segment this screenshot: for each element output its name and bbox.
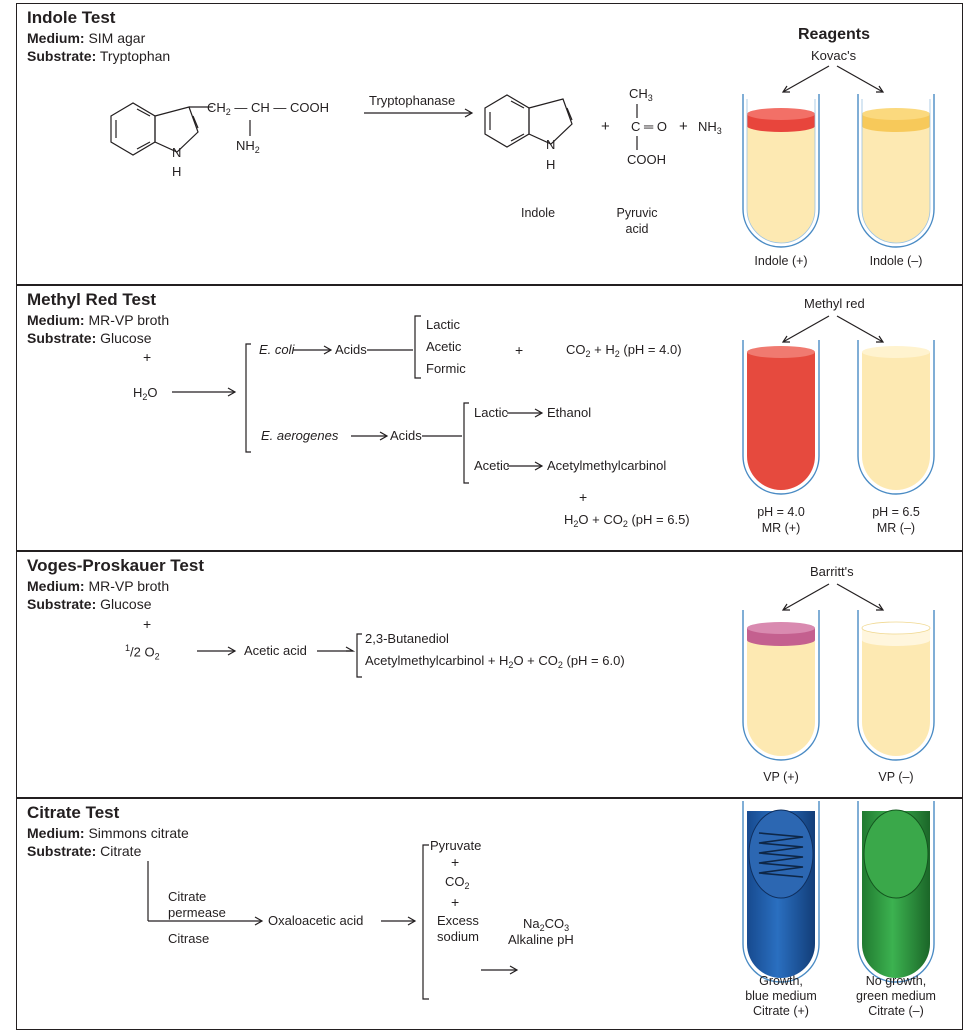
citrate-plus-2: + — [451, 894, 460, 910]
citrate-plus-1: + — [451, 854, 460, 870]
mr-neg-ph: pH = 6.5 — [872, 505, 920, 519]
mr-gas-line: CO2 + H2 (pH = 4.0) — [566, 342, 682, 359]
indole-ring-h: H — [546, 157, 556, 172]
citrate-medium: Medium: Simmons citrate — [27, 825, 189, 841]
ecoli-acetic: Acetic — [426, 339, 462, 354]
tryptophan-ring-n: N — [172, 145, 182, 160]
indole-pos-label: Indole (+) — [754, 254, 808, 268]
indole-plus-1: + — [601, 118, 610, 135]
citrate-pathway-svg — [147, 844, 519, 1000]
kovacs-label: Kovac's — [811, 48, 857, 63]
ecoli-formic: Formic — [426, 361, 466, 376]
citrate-pos-line2: blue medium — [745, 989, 817, 1003]
mr-bottom-line: H2O + CO2 (pH = 6.5) — [564, 512, 690, 529]
ammonia: NH3 — [698, 119, 722, 136]
mr-acetylmethylcarbinol: Acetylmethylcarbinol — [547, 458, 667, 473]
mr-gas-plus: + — [515, 342, 524, 358]
indole-neg-label: Indole (–) — [869, 254, 923, 268]
indole-title: Indole Test — [27, 8, 116, 27]
indole-ring-n: N — [546, 137, 556, 152]
tryptophan-nh2: NH2 — [236, 138, 260, 155]
mr-pos-ph: pH = 4.0 — [757, 505, 805, 519]
eaerogenes-acids: Acids — [390, 428, 422, 443]
methyl-red-test-panel: Methyl Red Test Medium: MR-VP broth Subs… — [16, 285, 963, 551]
vp-butanediol: 2,3-Butanediol — [365, 631, 449, 646]
pyruvate: Pyruvate — [430, 838, 482, 853]
vp-pathway-svg — [197, 633, 362, 678]
vp-pos-label: VP (+) — [763, 770, 799, 784]
ecoli-label: E. coli — [259, 342, 295, 357]
vp-half-o2: 1/2 O2 — [125, 643, 160, 662]
citrate-neg-line3: Citrate (–) — [868, 1004, 924, 1018]
excess-1: Excess — [437, 913, 479, 928]
pyruvic-label-2: acid — [625, 222, 649, 236]
eaerogenes-lactic: Lactic — [474, 405, 508, 420]
citrase-label: Citrase — [168, 931, 210, 946]
reagents-heading: Reagents — [798, 26, 871, 43]
citrate-permease-2: permease — [168, 905, 226, 920]
vp-tubes-svg — [742, 583, 935, 761]
eaerogenes-label: E. aerogenes — [261, 428, 339, 443]
mr-water: H2O — [133, 385, 158, 402]
pyruvic-label-1: Pyruvic — [616, 206, 658, 220]
ecoli-acids: Acids — [335, 342, 367, 357]
citrate-permease-1: Citrate — [168, 889, 207, 904]
citrate-tubes-svg — [742, 801, 935, 983]
indole-medium: Medium: SIM agar — [27, 30, 146, 46]
citrate-pos-line1: Growth, — [759, 974, 803, 988]
na2co3: Na2CO3 — [523, 916, 570, 933]
indole-test-panel: Indole Test Medium: SIM agar Substrate: … — [16, 3, 963, 285]
vp-substrate: Substrate: Glucose — [27, 596, 152, 612]
mr-pathway-svg — [172, 315, 544, 484]
ecoli-lactic: Lactic — [426, 317, 460, 332]
methyl-red-reagent-label: Methyl red — [804, 296, 865, 311]
vp-plus: + — [143, 616, 152, 632]
citrate-test-panel: Citrate Test Medium: Simmons citrate Sub… — [16, 798, 963, 1030]
citrate-co2: CO2 — [445, 874, 470, 891]
mr-plus: + — [143, 349, 152, 365]
mr-bottom-plus: + — [579, 489, 588, 505]
indole-substrate: Substrate: Tryptophan — [27, 48, 171, 64]
vp-neg-label: VP (–) — [878, 770, 914, 784]
vp-acetic-acid: Acetic acid — [244, 643, 307, 658]
tryptophan-side-chain: CH2 — CH — COOH — [207, 100, 330, 117]
citrate-substrate: Substrate: Citrate — [27, 843, 142, 859]
indole-product-label: Indole — [520, 206, 556, 220]
alkaline-ph: Alkaline pH — [508, 932, 574, 947]
pyruvic-cooh: COOH — [627, 152, 666, 167]
mr-neg-label: MR (–) — [876, 521, 916, 535]
tryptophanase-label: Tryptophanase — [369, 93, 456, 108]
vp-title: Voges-Proskauer Test — [27, 556, 204, 575]
citrate-pos-line3: Citrate (+) — [753, 1004, 809, 1018]
citrate-title: Citrate Test — [27, 803, 120, 822]
pyruvic-c-o: C ═ O — [631, 119, 667, 134]
citrate-neg-line2: green medium — [856, 989, 936, 1003]
vp-product-line: Acetylmethylcarbinol + H2O + CO2 (pH = 6… — [365, 653, 625, 670]
excess-2: sodium — [437, 929, 479, 944]
tryptophan-ring-h: H — [172, 164, 182, 179]
barritts-label: Barritt's — [810, 564, 854, 579]
indole-plus-2: + — [679, 118, 688, 135]
voges-proskauer-test-panel: Voges-Proskauer Test Medium: MR-VP broth… — [16, 551, 963, 798]
mr-tubes-svg — [742, 315, 935, 495]
oxaloacetic-acid: Oxaloacetic acid — [268, 913, 364, 928]
eaerogenes-acetic: Acetic — [474, 458, 510, 473]
mr-title: Methyl Red Test — [27, 290, 157, 309]
indole-structures-svg — [110, 94, 638, 156]
vp-medium: Medium: MR-VP broth — [27, 578, 170, 594]
indole-tubes-svg — [742, 65, 935, 248]
mr-medium: Medium: MR-VP broth — [27, 312, 170, 328]
ethanol: Ethanol — [547, 405, 592, 420]
pyruvic-ch3: CH3 — [629, 86, 653, 103]
mr-substrate: Substrate: Glucose — [27, 330, 152, 346]
mr-pos-label: MR (+) — [761, 521, 801, 535]
citrate-neg-line1: No growth, — [865, 974, 927, 988]
